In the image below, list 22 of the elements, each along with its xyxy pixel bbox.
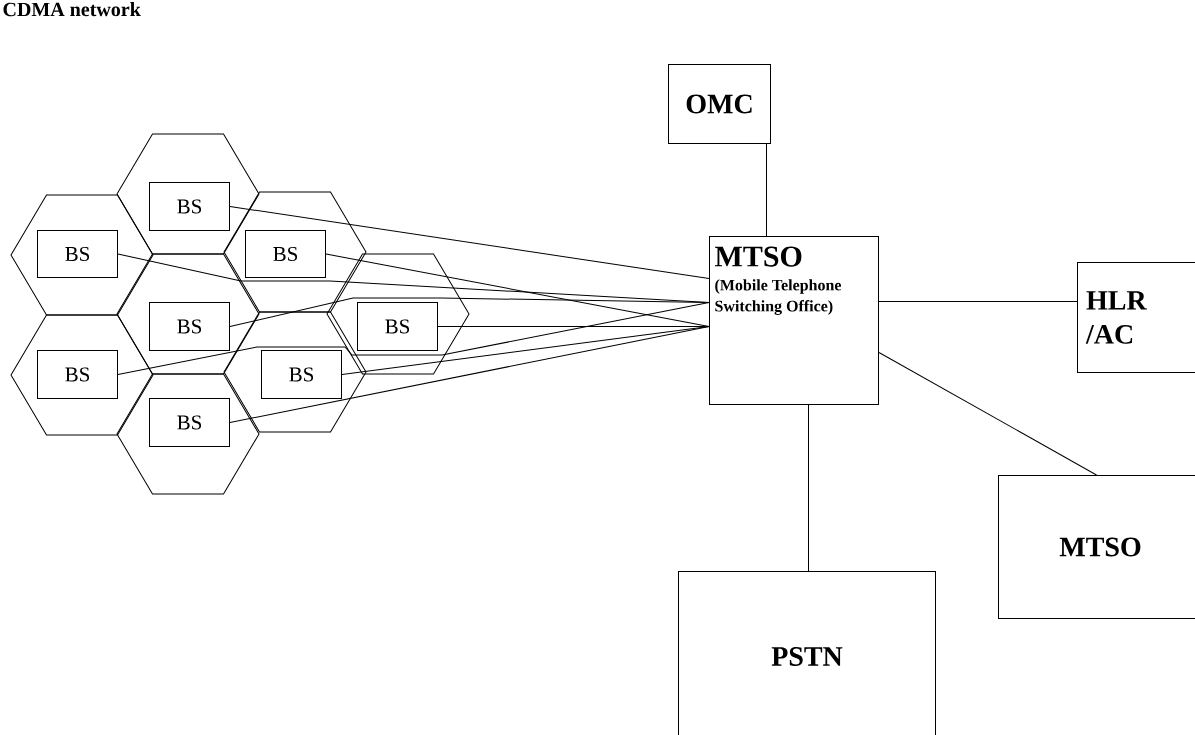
base-station-box: BS (261, 350, 342, 399)
network-element-box: PSTN (678, 571, 936, 735)
base-station-box: BS (245, 230, 326, 278)
connection-line (229, 326, 710, 423)
base-station-box: BS (37, 350, 118, 399)
connection-line (117, 302, 710, 375)
connection-line (808, 404, 809, 572)
network-element-box: OMC (668, 64, 771, 144)
connection-line (878, 301, 1078, 302)
base-station-box: BS (149, 302, 230, 351)
network-element-box: MTSO (998, 475, 1195, 619)
base-station-box: BS (149, 182, 230, 231)
connection-line (325, 253, 710, 327)
connection-line (878, 352, 1097, 476)
network-element-box: MTSO (Mobile Telephone Switching Office) (709, 236, 879, 405)
network-element-box: HLR /AC (1077, 262, 1195, 373)
connection-line (229, 206, 710, 279)
base-station-box: BS (37, 230, 118, 278)
diagram-title: CDMA network (3, 2, 141, 17)
base-station-box: BS (149, 398, 230, 447)
connection-line (766, 143, 767, 237)
base-station-box: BS (357, 302, 438, 351)
